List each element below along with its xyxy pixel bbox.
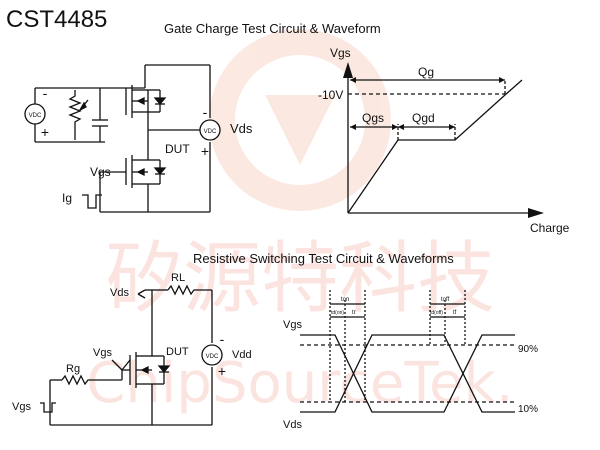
lower-diode-icon <box>153 167 167 176</box>
switching-vdc-label: VDC <box>206 354 219 360</box>
t-don-label: td(on) <box>331 310 344 316</box>
switching-minus-sign: - <box>220 331 225 347</box>
switching-dut-label: DUT <box>166 346 189 358</box>
switching-diode-icon <box>157 365 171 374</box>
vds-waveform <box>300 334 515 413</box>
charge-axis-arrow-icon <box>528 208 544 218</box>
watermark-chinese: 矽源特科技 <box>105 234 495 324</box>
gate-charge-curve <box>347 94 506 214</box>
switching-waveform-labels: Vgs Vds 90% 10% ton td(on) tr toff td(of… <box>283 297 538 431</box>
load-resistor-icon <box>167 284 212 296</box>
vgs-label: Vgs <box>90 165 111 179</box>
gate-charge-title: Gate Charge Test Circuit & Waveform <box>164 21 381 36</box>
gate-charge-labels: VDC VDC Vds - + + - DUT Vgs Ig <box>29 85 253 205</box>
switching-title: Resistive Switching Test Circuit & Wavef… <box>193 251 454 266</box>
vgs-source-label: Vgs <box>12 401 31 413</box>
vdc-right-label: VDC <box>204 129 217 135</box>
switching-circuit <box>40 284 223 426</box>
level-label: -10V <box>318 88 343 102</box>
t-r-label: tr <box>352 310 356 316</box>
t-off-label: toff <box>441 297 450 303</box>
plus-sign-left: + <box>41 124 49 140</box>
t-doff-label: td(off) <box>430 310 443 316</box>
vds-label: Vds <box>230 121 253 136</box>
switching-waveform <box>300 290 515 413</box>
plus-sign-right: + <box>201 143 209 159</box>
waveform-y-axis-label: Vgs <box>330 46 351 60</box>
rl-label: RL <box>171 272 185 284</box>
ig-label: Ig <box>62 191 72 205</box>
vds-waveform-label: Vds <box>283 419 302 431</box>
ig-pulse-icon <box>82 194 102 209</box>
minus-sign-left: - <box>43 85 48 101</box>
gate-charge-circuit <box>24 64 221 213</box>
gate-resistor-rg-icon <box>61 374 122 386</box>
vgs-axis-arrow-icon <box>343 62 353 78</box>
vgs-pin-label: Vgs <box>93 347 112 359</box>
switching-plus-sign: + <box>218 363 226 379</box>
vds-pin-label: Vds <box>110 287 129 299</box>
watermark: 矽源特科技 ChipSourceTek. <box>86 29 514 416</box>
qgs-label: Qgs <box>362 111 384 125</box>
minus-sign: - <box>203 104 208 120</box>
switching-circuit-labels: Vds RL Vgs DUT Rg Vdd VDC - + Vgs <box>12 272 252 413</box>
vdc-right-source-icon <box>199 119 221 141</box>
pct-90-label: 90% <box>518 344 538 355</box>
part-number: CST4485 <box>6 6 107 33</box>
pct-10-label: 10% <box>518 404 538 415</box>
qg-label: Qg <box>418 65 434 79</box>
waveform-x-axis-label: Charge <box>530 221 570 235</box>
vgs-waveform <box>300 334 515 413</box>
vdc-left-label: VDC <box>29 113 42 119</box>
vdd-source-icon <box>201 344 223 366</box>
qgd-label: Qgd <box>412 111 435 125</box>
vgs-waveform-label: Vgs <box>283 319 302 331</box>
watermark-logo-icon <box>265 95 335 165</box>
gate-resistor-icon <box>68 90 82 140</box>
dut-label: DUT <box>165 142 190 156</box>
t-f-label: tf <box>453 310 457 316</box>
vgs-pulse-icon <box>40 402 56 413</box>
rg-label: Rg <box>66 363 80 375</box>
gate-charge-waveform <box>343 62 544 218</box>
vdd-label: Vdd <box>232 349 252 361</box>
t-on-label: ton <box>341 297 349 303</box>
gate-charge-waveform-labels: Vgs Charge -10V Qg Qgs Qgd <box>318 46 570 235</box>
upper-diode-icon <box>153 97 167 106</box>
